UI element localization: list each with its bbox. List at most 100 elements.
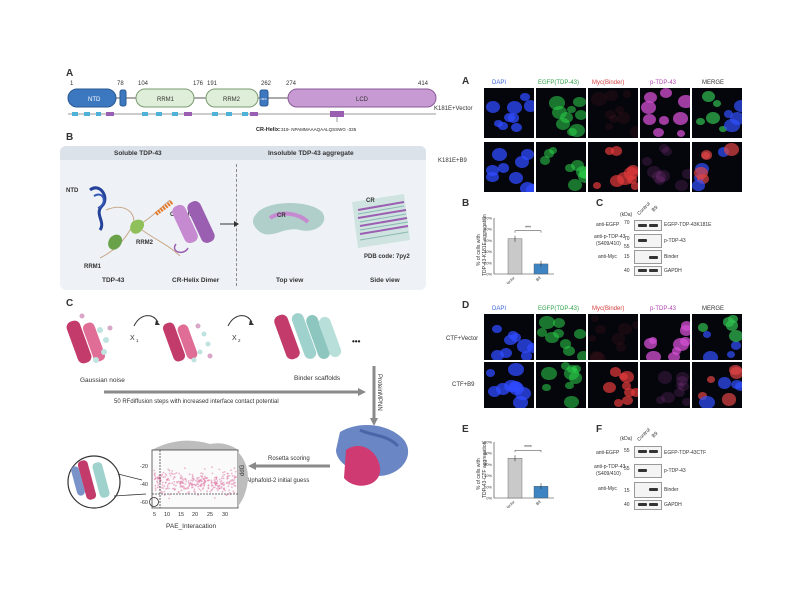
panel-c-pipeline: X 1 X 2 ••• Gaussian noise Binder scaffo… (66, 313, 409, 509)
cell-blob (536, 328, 547, 337)
micrograph-r1-c1 (536, 142, 586, 192)
cell-blob (695, 117, 705, 126)
xtick-10: 10 (164, 512, 170, 518)
y-tick-label: 40% (484, 473, 492, 478)
micrograph-r0-c4 (692, 314, 742, 360)
cell-blob (723, 142, 739, 156)
scatter-point (203, 484, 205, 487)
scatter-point (211, 488, 214, 491)
scatter-point (194, 491, 196, 494)
scatter-point (207, 487, 210, 490)
cell-blob (728, 315, 738, 324)
rrm2-domain (205, 88, 259, 108)
scatter-point (173, 476, 176, 478)
mw-f-1: 55 (624, 448, 630, 454)
scatter-point (202, 487, 205, 489)
scatter-point (215, 476, 218, 479)
scatter-point (212, 486, 215, 489)
cell-blob (697, 323, 709, 333)
scatter-point (186, 486, 189, 489)
blot-c-ptdp (634, 234, 662, 248)
cell-blob (508, 172, 523, 185)
cell-blob (485, 369, 495, 377)
cell-blob (640, 101, 657, 114)
scatter-point (204, 480, 206, 483)
cell-blob (605, 110, 616, 120)
cell-blob (658, 371, 673, 384)
ellipsis: ••• (352, 337, 361, 346)
ytick-20: -20 (140, 464, 148, 470)
insoluble-title: Insoluble TDP-43 aggregate (268, 150, 354, 157)
right-panel-f-label: F (596, 424, 603, 435)
scatter-point (164, 481, 167, 484)
scatter-point (184, 467, 186, 470)
pos-1: 1 (70, 81, 74, 87)
right-panel-a-label: A (462, 76, 470, 87)
x-tick-label: Vector (504, 499, 516, 508)
scatter-point (223, 473, 226, 476)
scatter-point (228, 482, 231, 485)
cell-blob (492, 147, 508, 161)
scatter-point (200, 472, 203, 475)
scatter-point (196, 477, 198, 479)
cell-blob (659, 144, 670, 153)
rrm1-domain (135, 88, 195, 108)
blot-f-kda: (kDa) (620, 436, 633, 442)
micrograph-r0-c1 (536, 314, 586, 360)
scatter-point (181, 476, 183, 478)
cell-blob (723, 110, 733, 118)
scatter-point (221, 483, 223, 485)
scatter-point (180, 489, 183, 492)
scatter-point (188, 485, 190, 488)
rrm1-label: RRM1 (157, 97, 175, 103)
cell-blob (525, 183, 534, 192)
col-ptdp-a: p-TDP-43 (650, 80, 677, 86)
caption-dimer: CR-Helix Dimer (172, 277, 220, 284)
cell-blob (629, 126, 638, 138)
scatter-point (230, 472, 233, 475)
cell-blob (552, 328, 564, 339)
col-merge-d: MERGE (702, 306, 725, 312)
blot-c-r-gapdh: GAPDH (664, 268, 682, 274)
mw-c-5: 40 (624, 268, 630, 274)
scatter-point (226, 475, 229, 478)
x1-label: X (130, 335, 135, 342)
scatter-point (213, 476, 216, 479)
pos-414: 414 (418, 81, 429, 87)
scatter-point (234, 485, 237, 487)
cell-blob (560, 112, 573, 124)
cell-blob (573, 329, 586, 339)
scatter-point (181, 477, 184, 480)
cell-blob (641, 156, 653, 166)
scatter-point (207, 479, 210, 482)
scatter-point (184, 477, 187, 480)
scatter-point (183, 487, 185, 490)
y-tick-label: 60% (484, 238, 492, 243)
micrograph-r1-c0 (484, 142, 534, 192)
scatter-point (164, 476, 166, 478)
pos-191: 191 (207, 81, 218, 87)
cell-blob (566, 127, 577, 137)
scatter-point (177, 491, 180, 494)
scatter-point (232, 483, 235, 485)
scatter-point (211, 472, 214, 475)
blot-f-r-ptdp: p-TDP-43 (664, 468, 686, 474)
cell-blob (721, 393, 737, 406)
scatter-point (179, 482, 182, 484)
micrograph-r1-c1 (536, 362, 586, 408)
cell-blob (512, 395, 528, 408)
ntd-domain (67, 88, 117, 108)
cell-blob (676, 371, 689, 383)
blot-f-r-egfp: EGFP-TDP-43CTF (664, 450, 707, 456)
cell-blob (497, 162, 510, 173)
scatter-point (153, 469, 156, 472)
scatter-point (156, 486, 159, 489)
scatter-point (233, 491, 236, 494)
scatter-point (168, 482, 171, 485)
cell-blob (527, 342, 534, 353)
blot-f-control: Control (636, 427, 652, 443)
scatter-point (216, 489, 219, 492)
cell-blob (724, 118, 740, 132)
panel-c-label: C (66, 298, 74, 309)
scatter-point (210, 481, 213, 484)
